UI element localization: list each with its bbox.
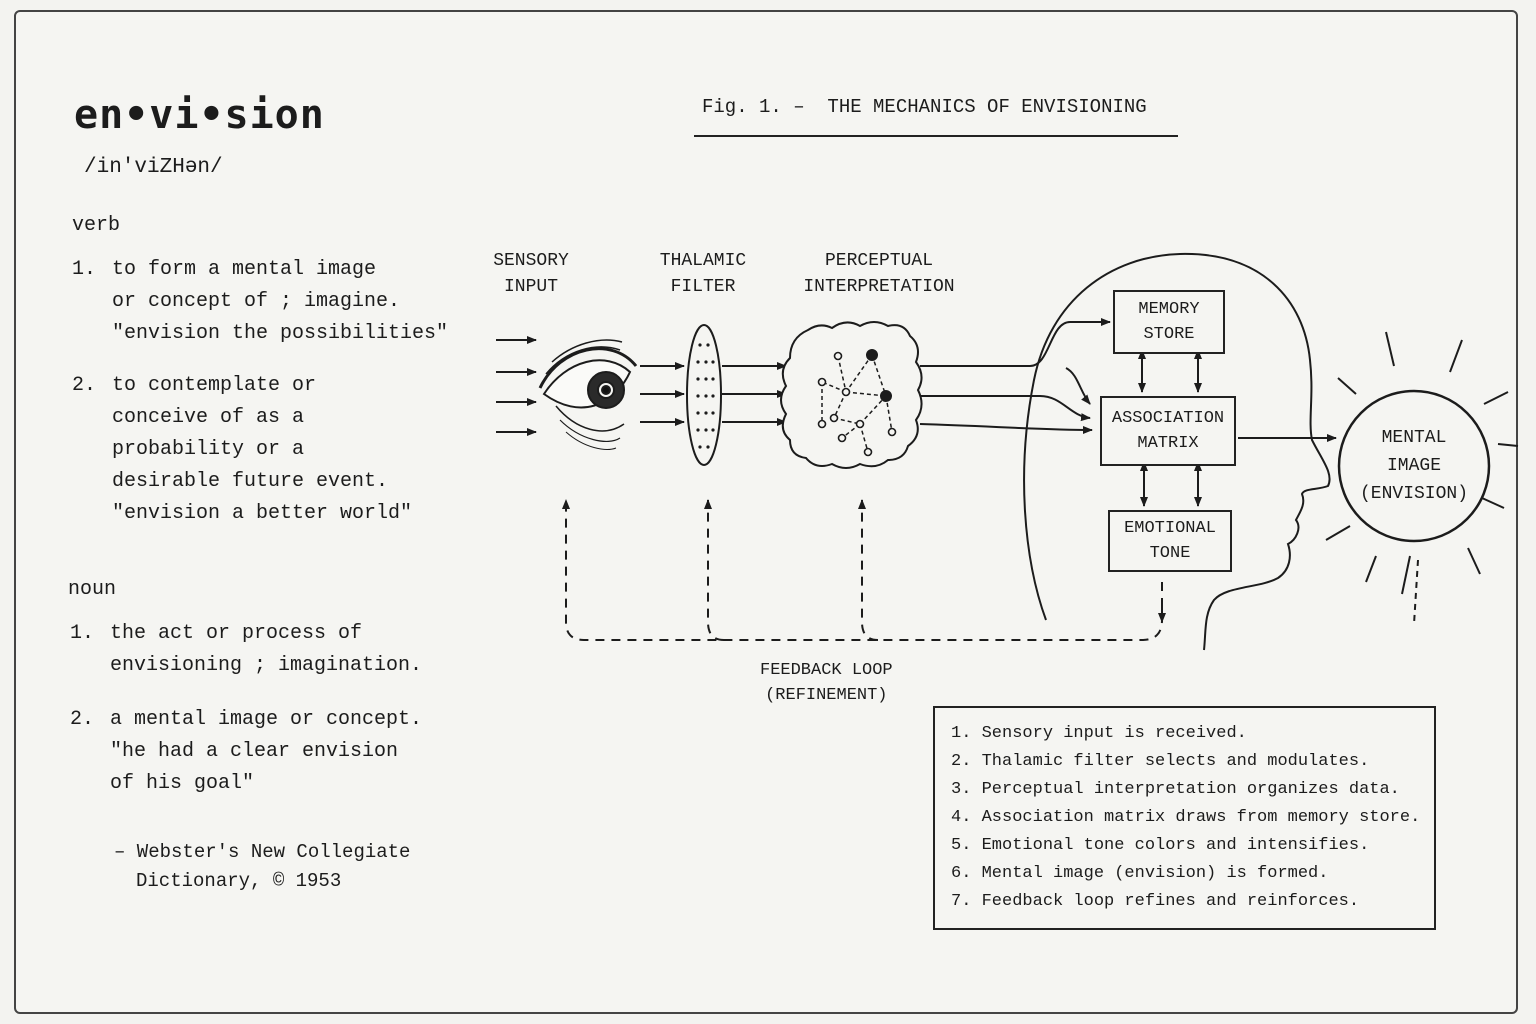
perceptual-network-icon	[780, 321, 923, 469]
label-line: INTERPRETATION	[803, 277, 955, 297]
sense-line: "envision the possibilities"	[112, 322, 449, 345]
association-matrix-box: ASSOCIATION MATRIX	[1100, 396, 1236, 466]
sense-line: of his goal"	[110, 772, 255, 795]
label-line: (REFINEMENT)	[765, 686, 888, 705]
step-item: 5. Emotional tone colors and intensifies…	[951, 836, 1370, 855]
label-line: FILTER	[670, 277, 736, 297]
label-line: INPUT	[503, 277, 558, 297]
sensory-input-label: SENSORY INPUT	[486, 248, 576, 300]
attribution: – Webster's New Collegiate Dictionary, ©…	[114, 838, 410, 896]
sense-line: desirable future event.	[112, 470, 389, 493]
thalamic-filter-label: THALAMIC FILTER	[648, 248, 758, 300]
label-line: MENTAL	[1381, 428, 1447, 448]
sense-line: "he had a clear envision	[110, 740, 399, 763]
head-profile	[1023, 252, 1331, 651]
perceptual-interpretation-label: PERCEPTUAL INTERPRETATION	[796, 248, 962, 300]
verb-sense-1: 1. to form a mental image or concept of …	[72, 254, 448, 350]
thalamic-filter-icon	[686, 324, 722, 466]
noun-sense-1: 1. the act or process of envisioning ; i…	[70, 618, 422, 682]
label-line: (ENVISION)	[1359, 484, 1469, 504]
box-link-arrows	[1138, 349, 1202, 507]
part-of-speech-noun: noun	[68, 578, 117, 601]
sense-number: 2.	[70, 708, 95, 731]
mental-image-sun	[1325, 331, 1519, 625]
step-item: 1. Sensory input is received.	[951, 724, 1247, 743]
label-line: THALAMIC	[659, 251, 747, 271]
sense-line: probability or a	[112, 438, 305, 461]
step-item: 2. Thalamic filter selects and modulates…	[951, 752, 1370, 771]
memory-store-box: MEMORY STORE	[1113, 290, 1225, 354]
emotional-tone-box: EMOTIONAL TONE	[1108, 510, 1232, 572]
box-line: ASSOCIATION	[1111, 409, 1225, 428]
pronunciation: /in'viZHən/	[84, 156, 223, 179]
perception-to-association-arrows	[919, 318, 1111, 434]
sense-line: conceive of as a	[112, 406, 305, 429]
attribution-line: – Webster's New Collegiate	[114, 841, 411, 863]
label-line: FEEDBACK LOOP	[760, 661, 893, 680]
sense-number: 1.	[70, 622, 95, 645]
box-line: MEMORY	[1138, 300, 1200, 319]
feedback-loop-lines	[562, 499, 1163, 641]
verb-sense-2: 2. to contemplate or conceive of as a pr…	[72, 370, 412, 530]
step-item: 7. Feedback loop refines and reinforces.	[951, 892, 1360, 911]
step-item: 3. Perceptual interpretation organizes d…	[951, 780, 1400, 799]
sense-number: 1.	[72, 258, 97, 281]
headword: en•vi•sion	[74, 92, 325, 138]
box-line: STORE	[1143, 325, 1195, 344]
label-line: PERCEPTUAL	[824, 251, 934, 271]
eye-icon	[538, 339, 638, 450]
mental-image-label: MENTAL IMAGE (ENVISION)	[1354, 424, 1474, 508]
eye-to-filter-arrows	[640, 362, 685, 426]
part-of-speech-verb: verb	[72, 214, 121, 237]
noun-sense-2: 2. a mental image or concept. "he had a …	[70, 704, 422, 800]
sense-number: 2.	[72, 374, 97, 397]
figure-title: Fig. 1. – THE MECHANICS OF ENVISIONING	[702, 96, 1147, 118]
sense-line: envisioning ; imagination.	[110, 654, 423, 677]
label-line: IMAGE	[1386, 456, 1441, 476]
box-line: MATRIX	[1137, 434, 1199, 453]
box-line: EMOTIONAL	[1124, 519, 1216, 538]
step-item: 4. Association matrix draws from memory …	[951, 808, 1421, 827]
sensory-input-arrows	[496, 336, 537, 436]
sense-line: a mental image or concept.	[110, 708, 423, 731]
sense-line: or concept of ; imagine.	[112, 290, 401, 313]
sense-line: to contemplate or	[112, 374, 317, 397]
steps-legend-box: 1. Sensory input is received. 2. Thalami…	[933, 706, 1436, 930]
sense-line: to form a mental image	[112, 258, 377, 281]
filter-to-perception-arrows	[722, 362, 787, 426]
feedback-loop-label: FEEDBACK LOOP (REFINEMENT)	[760, 658, 893, 708]
label-line: SENSORY	[493, 251, 569, 271]
attribution-line: Dictionary, © 1953	[136, 870, 342, 892]
sense-line: "envision a better world"	[112, 502, 413, 525]
title-underline	[694, 135, 1178, 137]
step-item: 6. Mental image (envision) is formed.	[951, 864, 1329, 883]
box-line: TONE	[1149, 544, 1191, 563]
sense-line: the act or process of	[110, 622, 363, 645]
